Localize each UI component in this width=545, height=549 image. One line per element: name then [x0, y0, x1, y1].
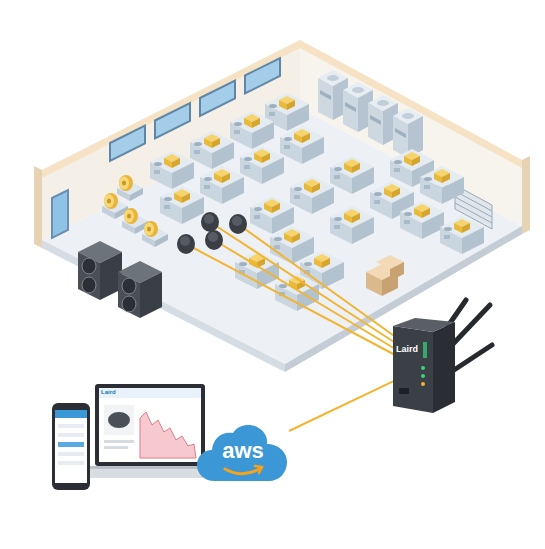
screen-logo: Laird — [101, 389, 116, 395]
node-text: aws — [197, 440, 289, 462]
node-text: Laird — [396, 344, 418, 354]
cloud-service: aws — [197, 423, 289, 483]
network-link — [289, 381, 393, 431]
sensor-puck — [177, 212, 247, 254]
gateway-device: Laird — [393, 318, 459, 413]
